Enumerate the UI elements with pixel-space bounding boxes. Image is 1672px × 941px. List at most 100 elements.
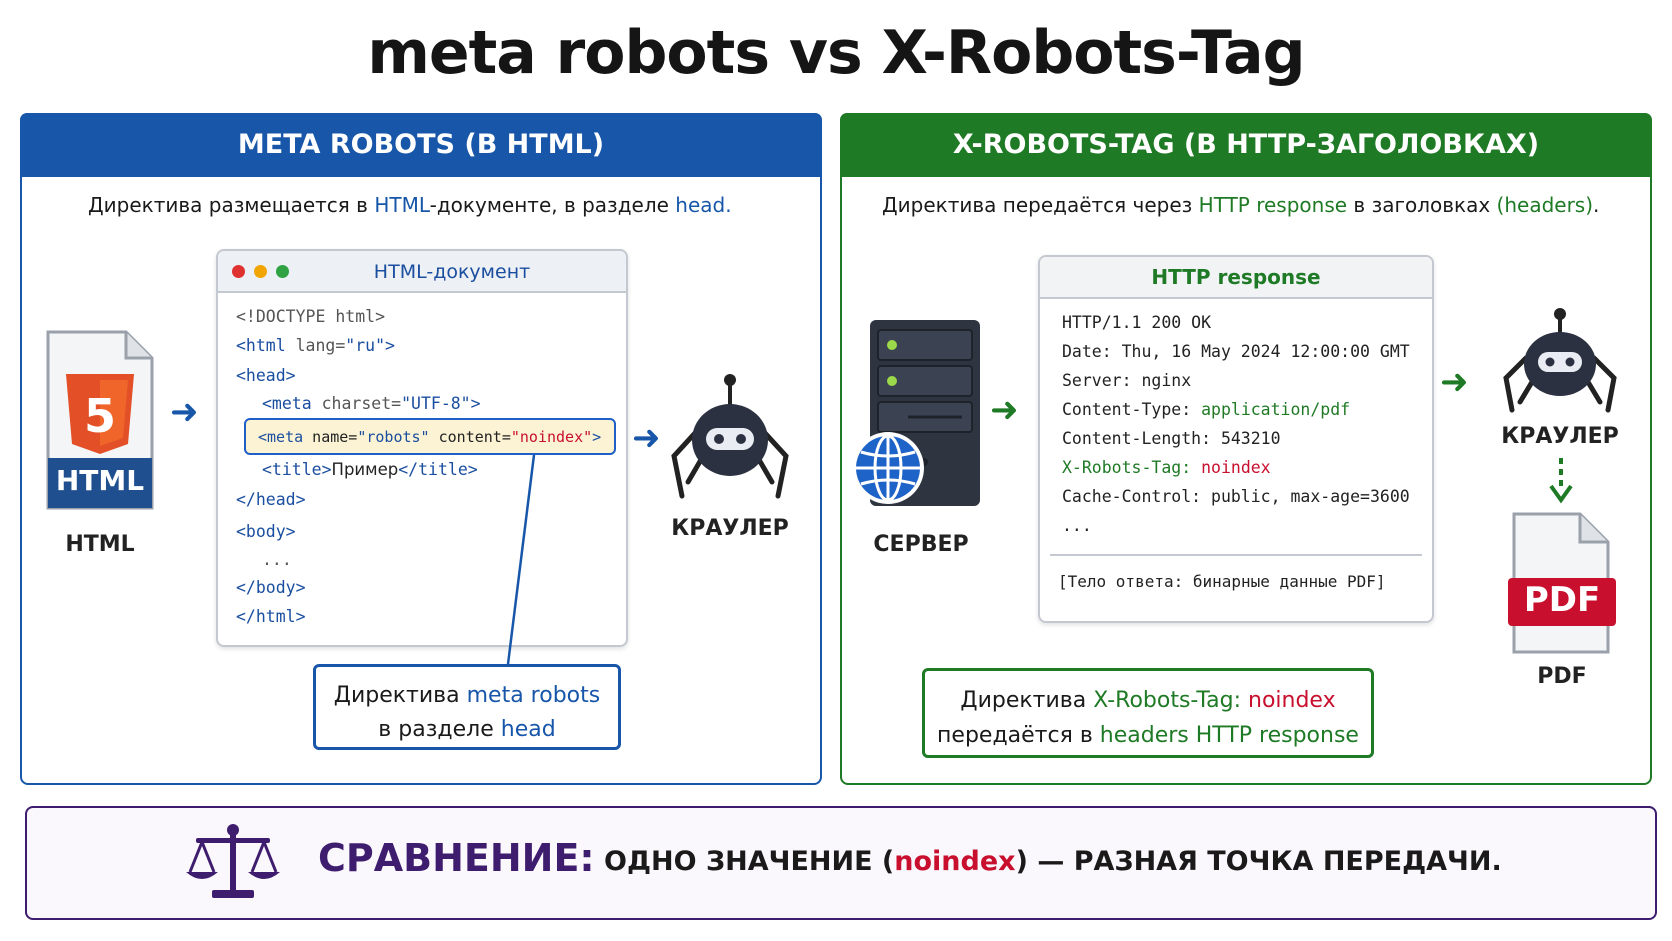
callout-highlight: headers HTTP response bbox=[1099, 723, 1359, 748]
arrow-down-icon bbox=[1549, 458, 1573, 504]
code-text: <meta bbox=[258, 428, 304, 446]
code-line: <meta charset="UTF-8"> bbox=[262, 394, 481, 413]
callout-highlight: head bbox=[500, 717, 556, 742]
code-text: <!DOCTYPE html> bbox=[236, 307, 386, 326]
http-line: Content-Length: 543210 bbox=[1062, 429, 1281, 448]
meta-robots-panel-header: META ROBOTS (В HTML) bbox=[20, 113, 822, 177]
intro-highlight: HTML bbox=[374, 193, 430, 217]
code-text: > bbox=[592, 428, 602, 446]
intro-text: Директива размещается в bbox=[88, 193, 375, 217]
code-text: </body> bbox=[236, 578, 306, 597]
http-text: Content-Length: 543210 bbox=[1062, 429, 1281, 448]
code-text: "UTF-8" bbox=[401, 394, 471, 413]
minimize-dot-icon bbox=[254, 265, 267, 278]
callout-text: передаётся в bbox=[937, 723, 1100, 748]
http-line-x-robots-tag: X-Robots-Tag: noindex bbox=[1062, 458, 1271, 477]
maximize-dot-icon bbox=[276, 265, 289, 278]
http-text: X-Robots-Tag: bbox=[1062, 458, 1202, 477]
http-text: Server: nginx bbox=[1062, 371, 1192, 390]
code-text: content= bbox=[429, 428, 511, 446]
code-text: <head> bbox=[236, 366, 296, 385]
scales-icon bbox=[186, 822, 280, 904]
comparison-text-part: ОДНО ЗНАЧЕНИЕ ( bbox=[604, 846, 895, 877]
crawler-caption: КРАУЛЕР bbox=[671, 516, 789, 541]
server-caption: СЕРВЕР bbox=[873, 532, 969, 557]
x-robots-tag-callout: Директива X-Robots-Tag: noindex передаёт… bbox=[922, 668, 1374, 758]
code-text: lang= bbox=[285, 336, 346, 355]
http-text: ... bbox=[1062, 516, 1092, 535]
intro-highlight: head bbox=[675, 193, 726, 217]
comparison-bar bbox=[25, 806, 1657, 920]
intro-text: . bbox=[725, 193, 732, 217]
code-text: "robots" bbox=[357, 428, 430, 446]
http-body-divider bbox=[1050, 554, 1422, 556]
http-line: Content-Type: application/pdf bbox=[1062, 400, 1350, 419]
http-body-line: [Тело ответа: бинарные данные PDF] bbox=[1058, 572, 1386, 591]
callout-text: Директива bbox=[333, 683, 467, 708]
code-line-meta-robots: <meta name="robots" content="noindex"> bbox=[258, 428, 601, 446]
x-robots-tag-intro: Директива передаётся через HTTP response… bbox=[882, 193, 1599, 217]
code-text: </html> bbox=[236, 607, 306, 626]
meta-robots-header-text: META ROBOTS (В HTML) bbox=[237, 129, 605, 160]
callout-text: Директива bbox=[960, 688, 1094, 713]
http-response-title: HTTP response bbox=[1151, 265, 1321, 289]
html-file-icon: 5 bbox=[44, 328, 156, 512]
code-text: <title> bbox=[262, 460, 332, 479]
pdf-caption: PDF bbox=[1537, 664, 1587, 689]
code-line: <head> bbox=[236, 366, 296, 385]
code-text: <meta bbox=[262, 394, 312, 413]
code-text: <body> bbox=[236, 522, 296, 541]
http-text: Cache-Control: public, max-age=3600 bbox=[1062, 487, 1410, 506]
code-line: <html lang="ru"> bbox=[236, 336, 395, 355]
arrow-right-icon: ➜ bbox=[170, 392, 199, 432]
http-text: [Тело ответа: бинарные данные PDF] bbox=[1058, 572, 1386, 591]
callout-line: передаётся в headers HTTP response bbox=[925, 718, 1371, 753]
meta-robots-callout: Директива meta robots в разделе head bbox=[313, 664, 621, 750]
code-text: "noindex" bbox=[510, 428, 593, 446]
code-line: ... bbox=[262, 550, 292, 569]
code-line: <title>Пример</title> bbox=[262, 460, 478, 479]
code-line: <!DOCTYPE html> bbox=[236, 307, 385, 326]
http-response-titlebar: HTTP response bbox=[1040, 257, 1432, 299]
intro-highlight: (headers) bbox=[1496, 193, 1594, 217]
code-text: Пример bbox=[331, 460, 399, 479]
intro-text: -документе, в разделе bbox=[429, 193, 676, 217]
code-line: </body> bbox=[236, 578, 306, 597]
intro-text: Директива передаётся через bbox=[882, 193, 1199, 217]
comparison-text-part: ) — РАЗНАЯ ТОЧКА ПЕРЕДАЧИ. bbox=[1015, 846, 1502, 877]
callout-line: Директива X-Robots-Tag: noindex bbox=[925, 683, 1371, 718]
http-line: ... bbox=[1062, 516, 1092, 535]
http-text: noindex bbox=[1201, 458, 1271, 477]
code-text: </title> bbox=[398, 460, 478, 479]
code-line: </html> bbox=[236, 607, 306, 626]
http-line: HTTP/1.1 200 OK bbox=[1062, 313, 1211, 332]
code-text: name= bbox=[303, 428, 358, 446]
code-text: ... bbox=[262, 550, 292, 569]
x-robots-tag-header-text: X-ROBOTS-TAG (В HTTP-ЗАГОЛОВКАХ) bbox=[952, 129, 1540, 160]
html-document-titlebar: HTML-документ bbox=[218, 251, 626, 293]
html-document-title: HTML-документ bbox=[373, 261, 531, 283]
pdf-icon-label: PDF bbox=[1523, 580, 1601, 620]
html-caption: HTML bbox=[65, 532, 135, 557]
code-text: > bbox=[470, 394, 481, 413]
meta-robots-intro: Директива размещается в HTML-документе, … bbox=[88, 193, 732, 217]
page-title: meta robots vs X-Robots-Tag bbox=[367, 18, 1305, 88]
crawler-robot-icon bbox=[1496, 306, 1624, 418]
code-text: "ru" bbox=[345, 336, 386, 355]
arrow-right-icon: ➜ bbox=[632, 418, 661, 458]
x-robots-tag-panel-header: X-ROBOTS-TAG (В HTTP-ЗАГОЛОВКАХ) bbox=[840, 113, 1652, 177]
pdf-file-icon bbox=[1508, 510, 1616, 656]
code-text: <html bbox=[236, 336, 286, 355]
http-line: Server: nginx bbox=[1062, 371, 1191, 390]
http-line: Date: Thu, 16 May 2024 12:00:00 GMT bbox=[1062, 342, 1410, 361]
code-text: charset= bbox=[311, 394, 402, 413]
intro-text: . bbox=[1593, 193, 1600, 217]
callout-line: в разделе head bbox=[316, 713, 618, 747]
svg-text:5: 5 bbox=[84, 389, 116, 443]
crawler-robot-icon bbox=[666, 372, 794, 502]
http-text: application/pdf bbox=[1201, 400, 1351, 419]
code-line: <body> bbox=[236, 522, 296, 541]
arrow-right-icon: ➜ bbox=[1440, 362, 1469, 402]
intro-highlight: HTTP response bbox=[1198, 193, 1348, 217]
callout-highlight: meta robots bbox=[466, 683, 601, 708]
